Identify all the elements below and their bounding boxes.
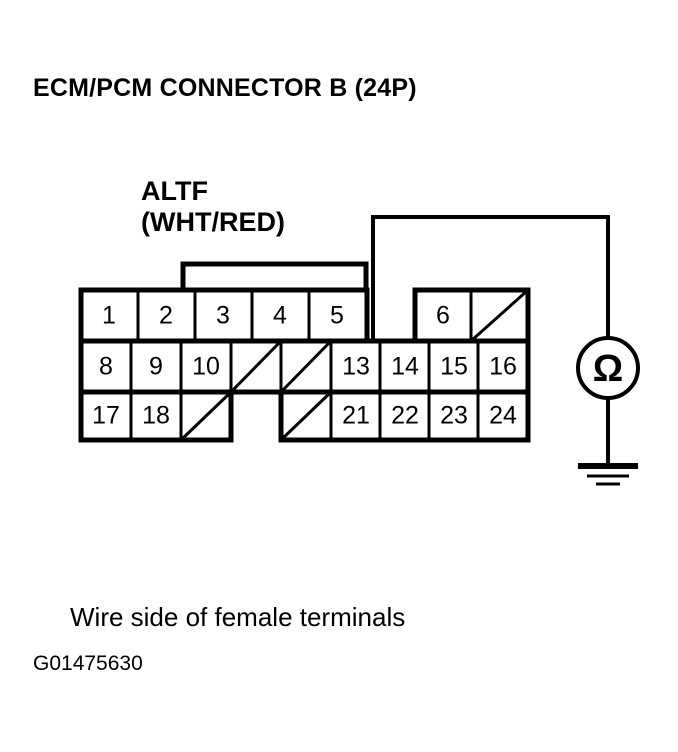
pin-cell-22: 22: [391, 402, 419, 430]
ground-symbol: [578, 398, 638, 486]
pin-cell-9: 9: [149, 353, 163, 381]
pin-cell-16: 16: [489, 353, 517, 381]
pin-cell-17: 17: [92, 402, 120, 430]
row1-left-block: [78, 287, 370, 344]
ohmmeter-symbol: Ω: [576, 336, 640, 400]
blank-cell-diagonal: [179, 390, 233, 442]
pin-cell-14: 14: [391, 353, 419, 381]
pin-cell-13: 13: [342, 353, 370, 381]
pin-cell-24: 24: [489, 402, 517, 430]
connector-row-3: 17 18 21 22 23 24: [78, 389, 531, 443]
pin-cell-2: 2: [159, 302, 173, 330]
wire-signal-name: ALTF: [141, 176, 208, 206]
pin-cell-10: 10: [192, 353, 220, 381]
pin-cell-5: 5: [330, 302, 344, 330]
pin-cell-23: 23: [440, 402, 468, 430]
pin-cell-15: 15: [440, 353, 468, 381]
blank-cell-diagonal: [279, 390, 333, 442]
blank-cell-diagonal: [229, 339, 283, 394]
pin-cell-1: 1: [102, 302, 116, 330]
wire-color-code: (WHT/RED): [141, 207, 285, 237]
pin-cell-8: 8: [99, 353, 113, 381]
wire-callout-label: ALTF (WHT/RED): [141, 176, 285, 238]
ohm-glyph: Ω: [593, 348, 623, 390]
reference-code: G01475630: [33, 652, 143, 675]
wire-callout-bracket: [180, 261, 369, 290]
blank-cell-diagonal: [279, 339, 333, 394]
pin-cell-6: 6: [436, 302, 450, 330]
connector-row-2: 8 9 10 13 14 15 16: [78, 338, 531, 395]
pin-cell-18: 18: [142, 402, 170, 430]
diagram-caption: Wire side of female terminals: [70, 602, 406, 632]
page-title: ECM/PCM CONNECTOR B (24P): [33, 74, 417, 102]
pin-cell-21: 21: [342, 402, 370, 430]
blank-cell-diagonal: [469, 288, 530, 343]
pin-cell-3: 3: [216, 302, 230, 330]
pin-cell-4: 4: [273, 302, 287, 330]
row3-left-block: [78, 389, 234, 443]
connector-row-1: 1 2 3 4 5 6: [78, 287, 531, 344]
test-lead-wire: [371, 215, 610, 341]
